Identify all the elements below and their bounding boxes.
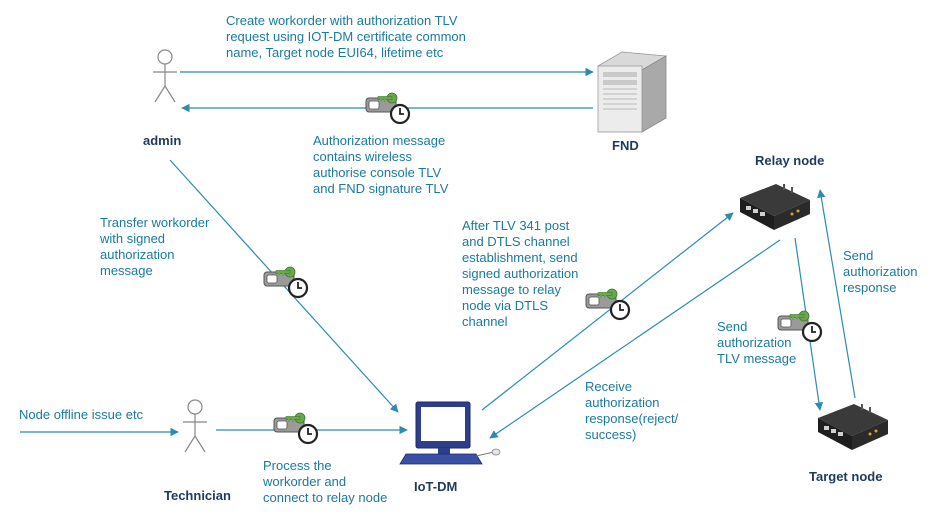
arrow-target-to-relay: [817, 189, 856, 399]
label-line: node via DTLS: [462, 298, 548, 313]
node-label-technician: Technician: [164, 488, 231, 503]
label-line: contains wireless: [313, 149, 412, 164]
label-receive-response: Receive authorization response(reject/ s…: [585, 379, 678, 443]
label-line: authorise console TLV: [313, 165, 442, 180]
label-process-workorder: Process the workorder and connect to rel…: [263, 458, 387, 506]
label-line: channel: [462, 314, 508, 329]
key-clock-icon: [584, 287, 631, 321]
label-line: and FND signature TLV: [313, 181, 449, 196]
label-transfer-workorder: Transfer workorder with signed authoriza…: [100, 215, 209, 279]
label-send-tlv: Send authorization TLV message: [717, 319, 796, 367]
label-line: establishment, send: [462, 250, 578, 265]
label-line: TLV message: [717, 351, 797, 366]
label-line: with signed: [100, 231, 166, 246]
node-label-iotdm: IoT-DM: [414, 479, 458, 494]
label-line: success): [585, 427, 637, 442]
label-line: and DTLS channel: [462, 234, 570, 249]
key-clock-icon: [262, 265, 309, 299]
node-label-fnd: FND: [612, 138, 639, 153]
key-clock-icon: [364, 91, 411, 125]
router-icon: [739, 183, 811, 231]
label-line: workorder and: [263, 474, 347, 489]
computer-icon: [399, 401, 501, 465]
label-line: authorization: [100, 247, 175, 262]
label-line: Send: [717, 319, 748, 334]
label-create-workorder: Create workorder with authorization TLV …: [226, 13, 466, 61]
label-line: Authorization message: [313, 133, 446, 148]
label-line: name, Target node EUI64, lifetime etc: [226, 45, 444, 60]
person-icon: [182, 399, 208, 453]
label-line: Process the: [263, 458, 332, 473]
label-line: authorization: [717, 335, 792, 350]
router-icon: [817, 403, 889, 451]
label-authorization-message: Authorization message contains wireless …: [313, 133, 448, 197]
label-line: Node offline issue etc: [19, 407, 144, 422]
label-line: response: [843, 280, 897, 295]
label-send-response: Send authorization response: [843, 248, 917, 296]
label-node-offline: Node offline issue etc: [19, 407, 143, 423]
label-line: Send: [843, 248, 874, 263]
label-line: Transfer workorder: [100, 215, 210, 230]
node-label-relay: Relay node: [755, 153, 825, 168]
label-line: authorization: [585, 395, 660, 410]
label-line: After TLV 341 post: [462, 218, 570, 233]
label-line: message: [100, 263, 153, 278]
label-line: Create workorder with authorization TLV: [226, 13, 458, 28]
arrow-iotdm-to-relay: [481, 212, 734, 411]
label-line: connect to relay node: [263, 490, 388, 505]
label-line: authorization: [843, 264, 918, 279]
node-label-admin: admin: [143, 133, 182, 148]
label-line: response(reject/: [585, 411, 679, 426]
arrow-relay-to-iotdm: [489, 239, 781, 439]
label-line: message to relay: [462, 282, 561, 297]
label-line: Receive: [585, 379, 632, 394]
label-after-tlv: After TLV 341 post and DTLS channel esta…: [462, 218, 578, 330]
server-icon: [596, 51, 668, 133]
label-line: request using IOT-DM certificate common: [226, 29, 466, 44]
person-icon: [152, 49, 178, 103]
key-clock-icon: [272, 411, 319, 445]
node-label-target: Target node: [809, 469, 883, 484]
label-line: signed authorization: [462, 266, 579, 281]
